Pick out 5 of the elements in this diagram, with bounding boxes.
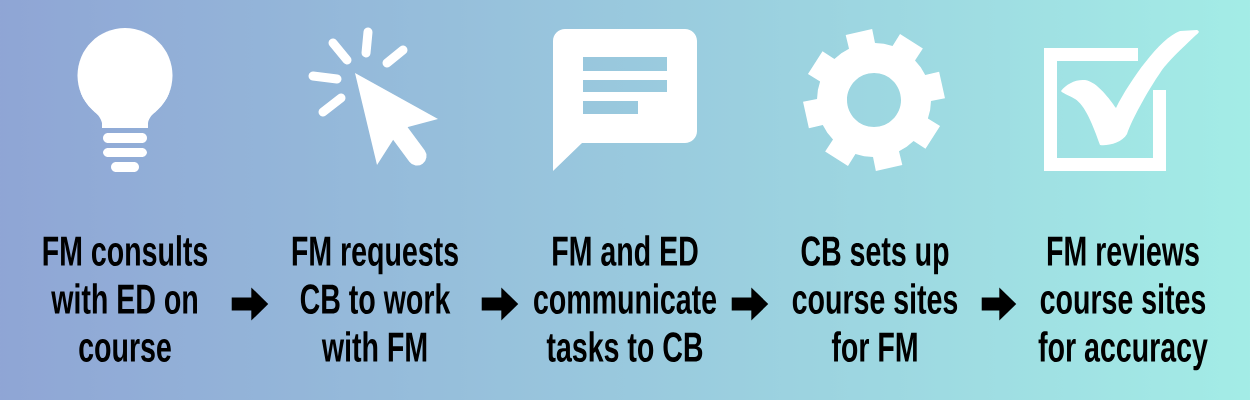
step-text: FM requests CB to work with FM [292,236,458,362]
step-text: FM reviews course sites for accuracy [1038,235,1208,371]
step-text: FM consults with ED on course [43,235,208,362]
step-text: CB sets up course sites for FM [792,236,958,362]
step-text: FM and ED communicate tasks to CB [534,235,717,362]
